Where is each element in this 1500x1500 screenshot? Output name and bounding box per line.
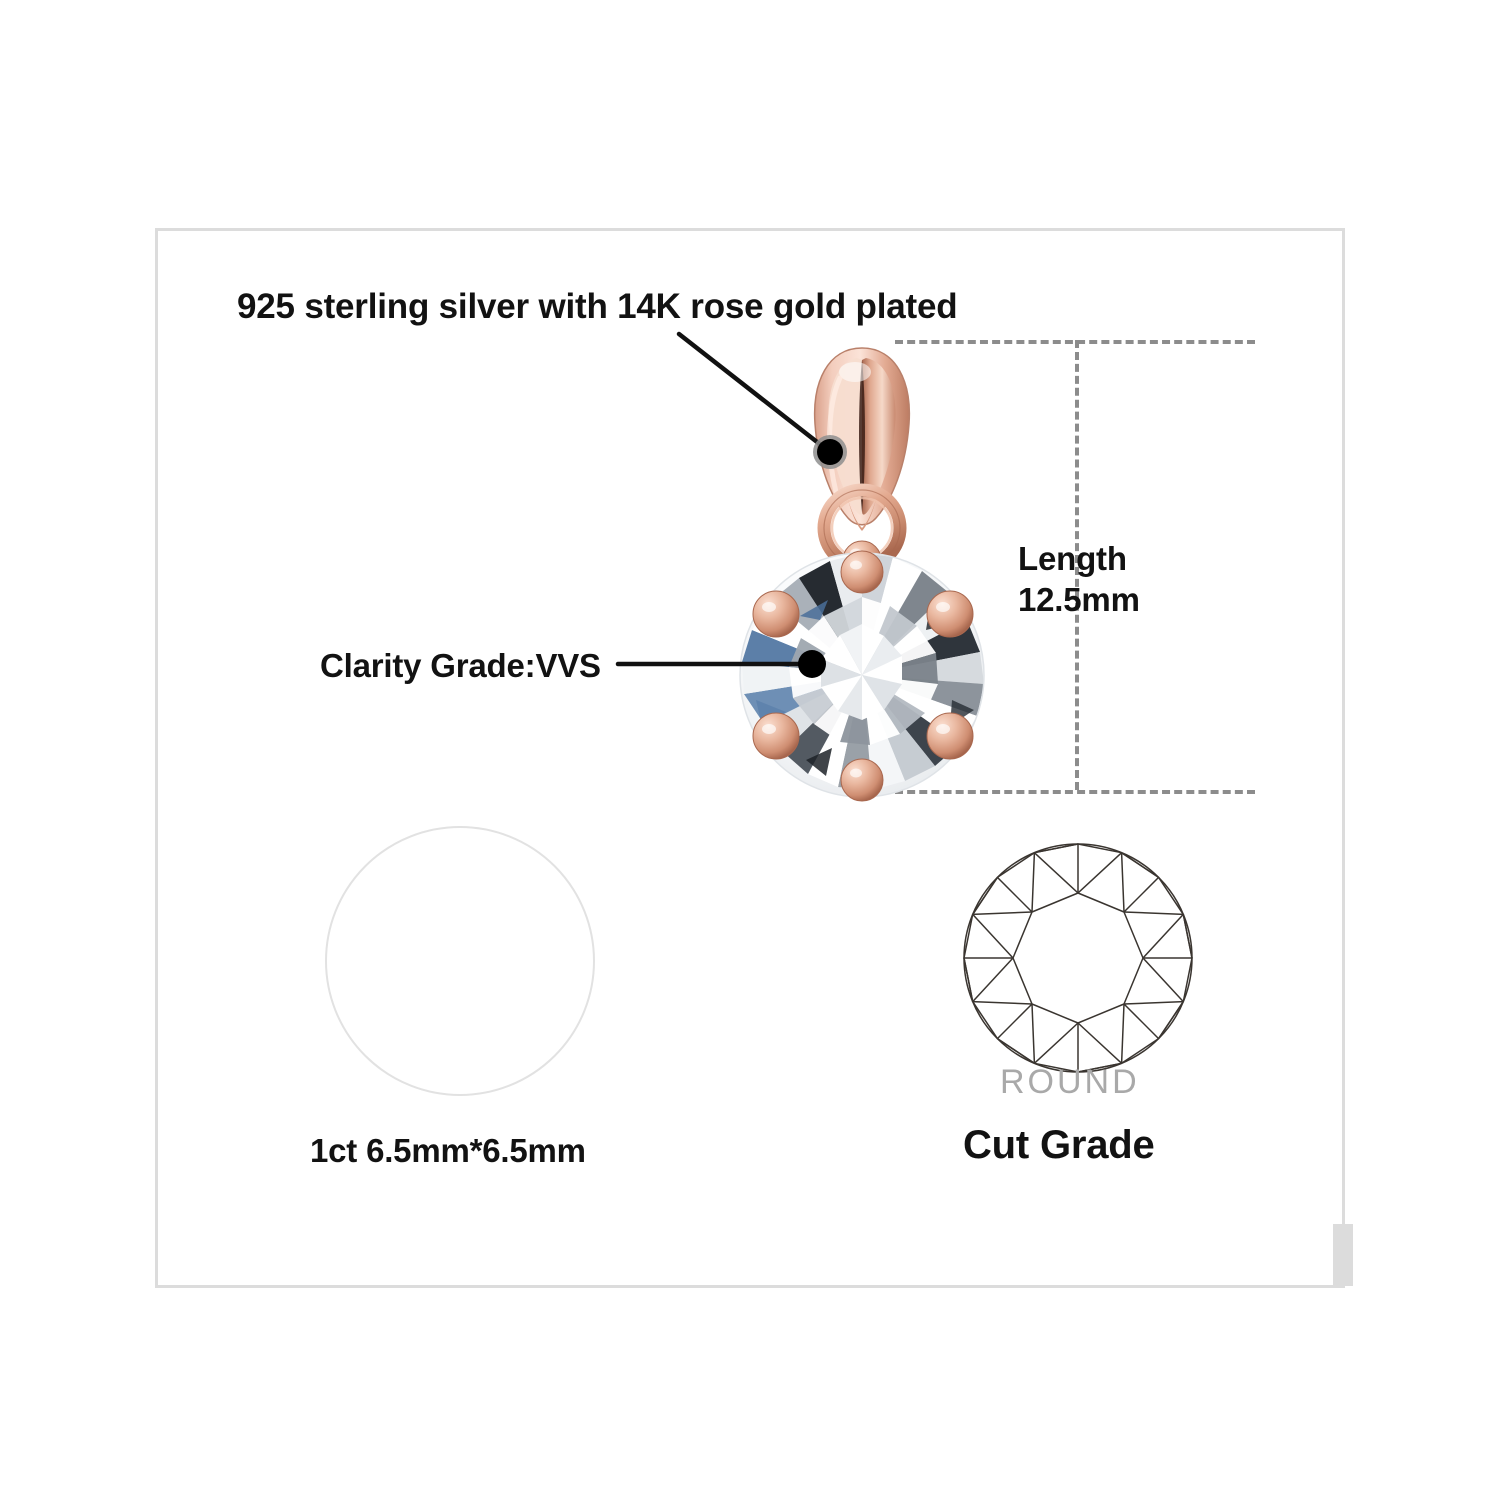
card-corner-tab xyxy=(1333,1224,1353,1286)
cut-shape-label: ROUND xyxy=(1000,1063,1140,1101)
small-stone-halo-ring xyxy=(325,826,595,1096)
clarity-grade-label: Clarity Grade:VVS xyxy=(320,647,601,684)
stone-size-label: 1ct 6.5mm*6.5mm xyxy=(310,1132,586,1169)
length-label: Length 12.5mm xyxy=(1018,538,1140,621)
length-label-line2: 12.5mm xyxy=(1018,581,1140,619)
round-cut-diagram-icon xyxy=(963,843,1193,1073)
length-guide-vertical xyxy=(1075,340,1079,790)
cut-grade-label: Cut Grade xyxy=(963,1123,1155,1167)
length-label-line1: Length xyxy=(1018,540,1127,577)
length-guide-bottom xyxy=(895,790,1255,794)
material-label: 925 sterling silver with 14K rose gold p… xyxy=(237,287,958,326)
main-stone-prongs-front xyxy=(752,550,974,802)
